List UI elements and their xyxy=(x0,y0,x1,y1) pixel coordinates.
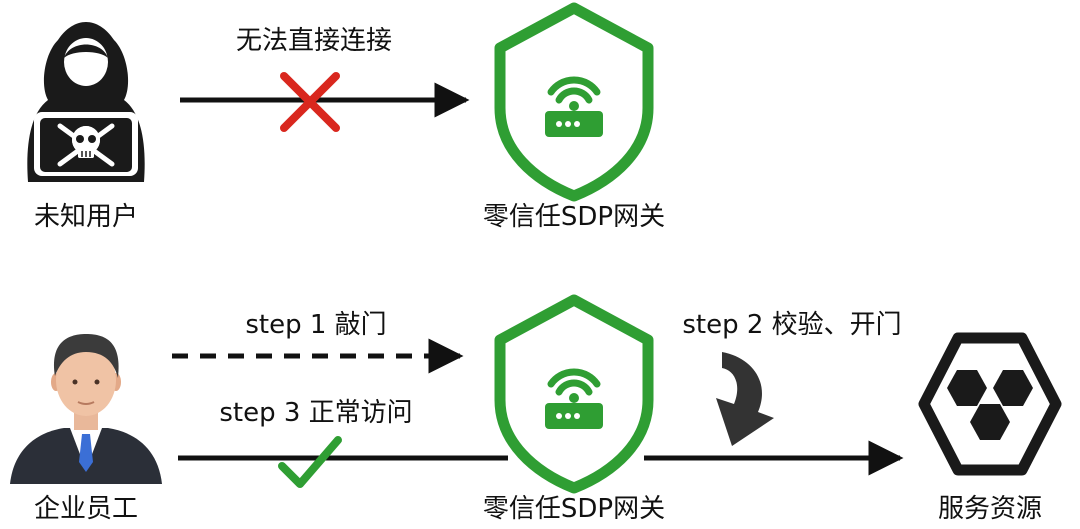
step1-label: step 1 敲门 xyxy=(245,310,387,340)
cross-icon xyxy=(280,72,340,132)
step2-label: step 2 校验、开门 xyxy=(682,310,902,340)
resource-label: 服务资源 xyxy=(937,494,1043,524)
employee-label: 企业员工 xyxy=(33,494,139,524)
blocked-connection-label: 无法直接连接 xyxy=(235,26,393,56)
hacker-icon xyxy=(27,22,145,182)
bottom-gateway-label: 零信任SDP网关 xyxy=(482,494,666,524)
curved-arrow-icon xyxy=(716,352,774,446)
shield-router-icon xyxy=(494,294,654,494)
hexagon-cluster-icon xyxy=(918,332,1062,476)
top-gateway-label: 零信任SDP网关 xyxy=(482,202,666,232)
check-icon xyxy=(278,436,342,488)
step3-label: step 3 正常访问 xyxy=(219,398,413,428)
employee-icon xyxy=(10,334,162,484)
shield-router-icon xyxy=(494,2,654,202)
unknown-user-label: 未知用户 xyxy=(33,202,139,232)
